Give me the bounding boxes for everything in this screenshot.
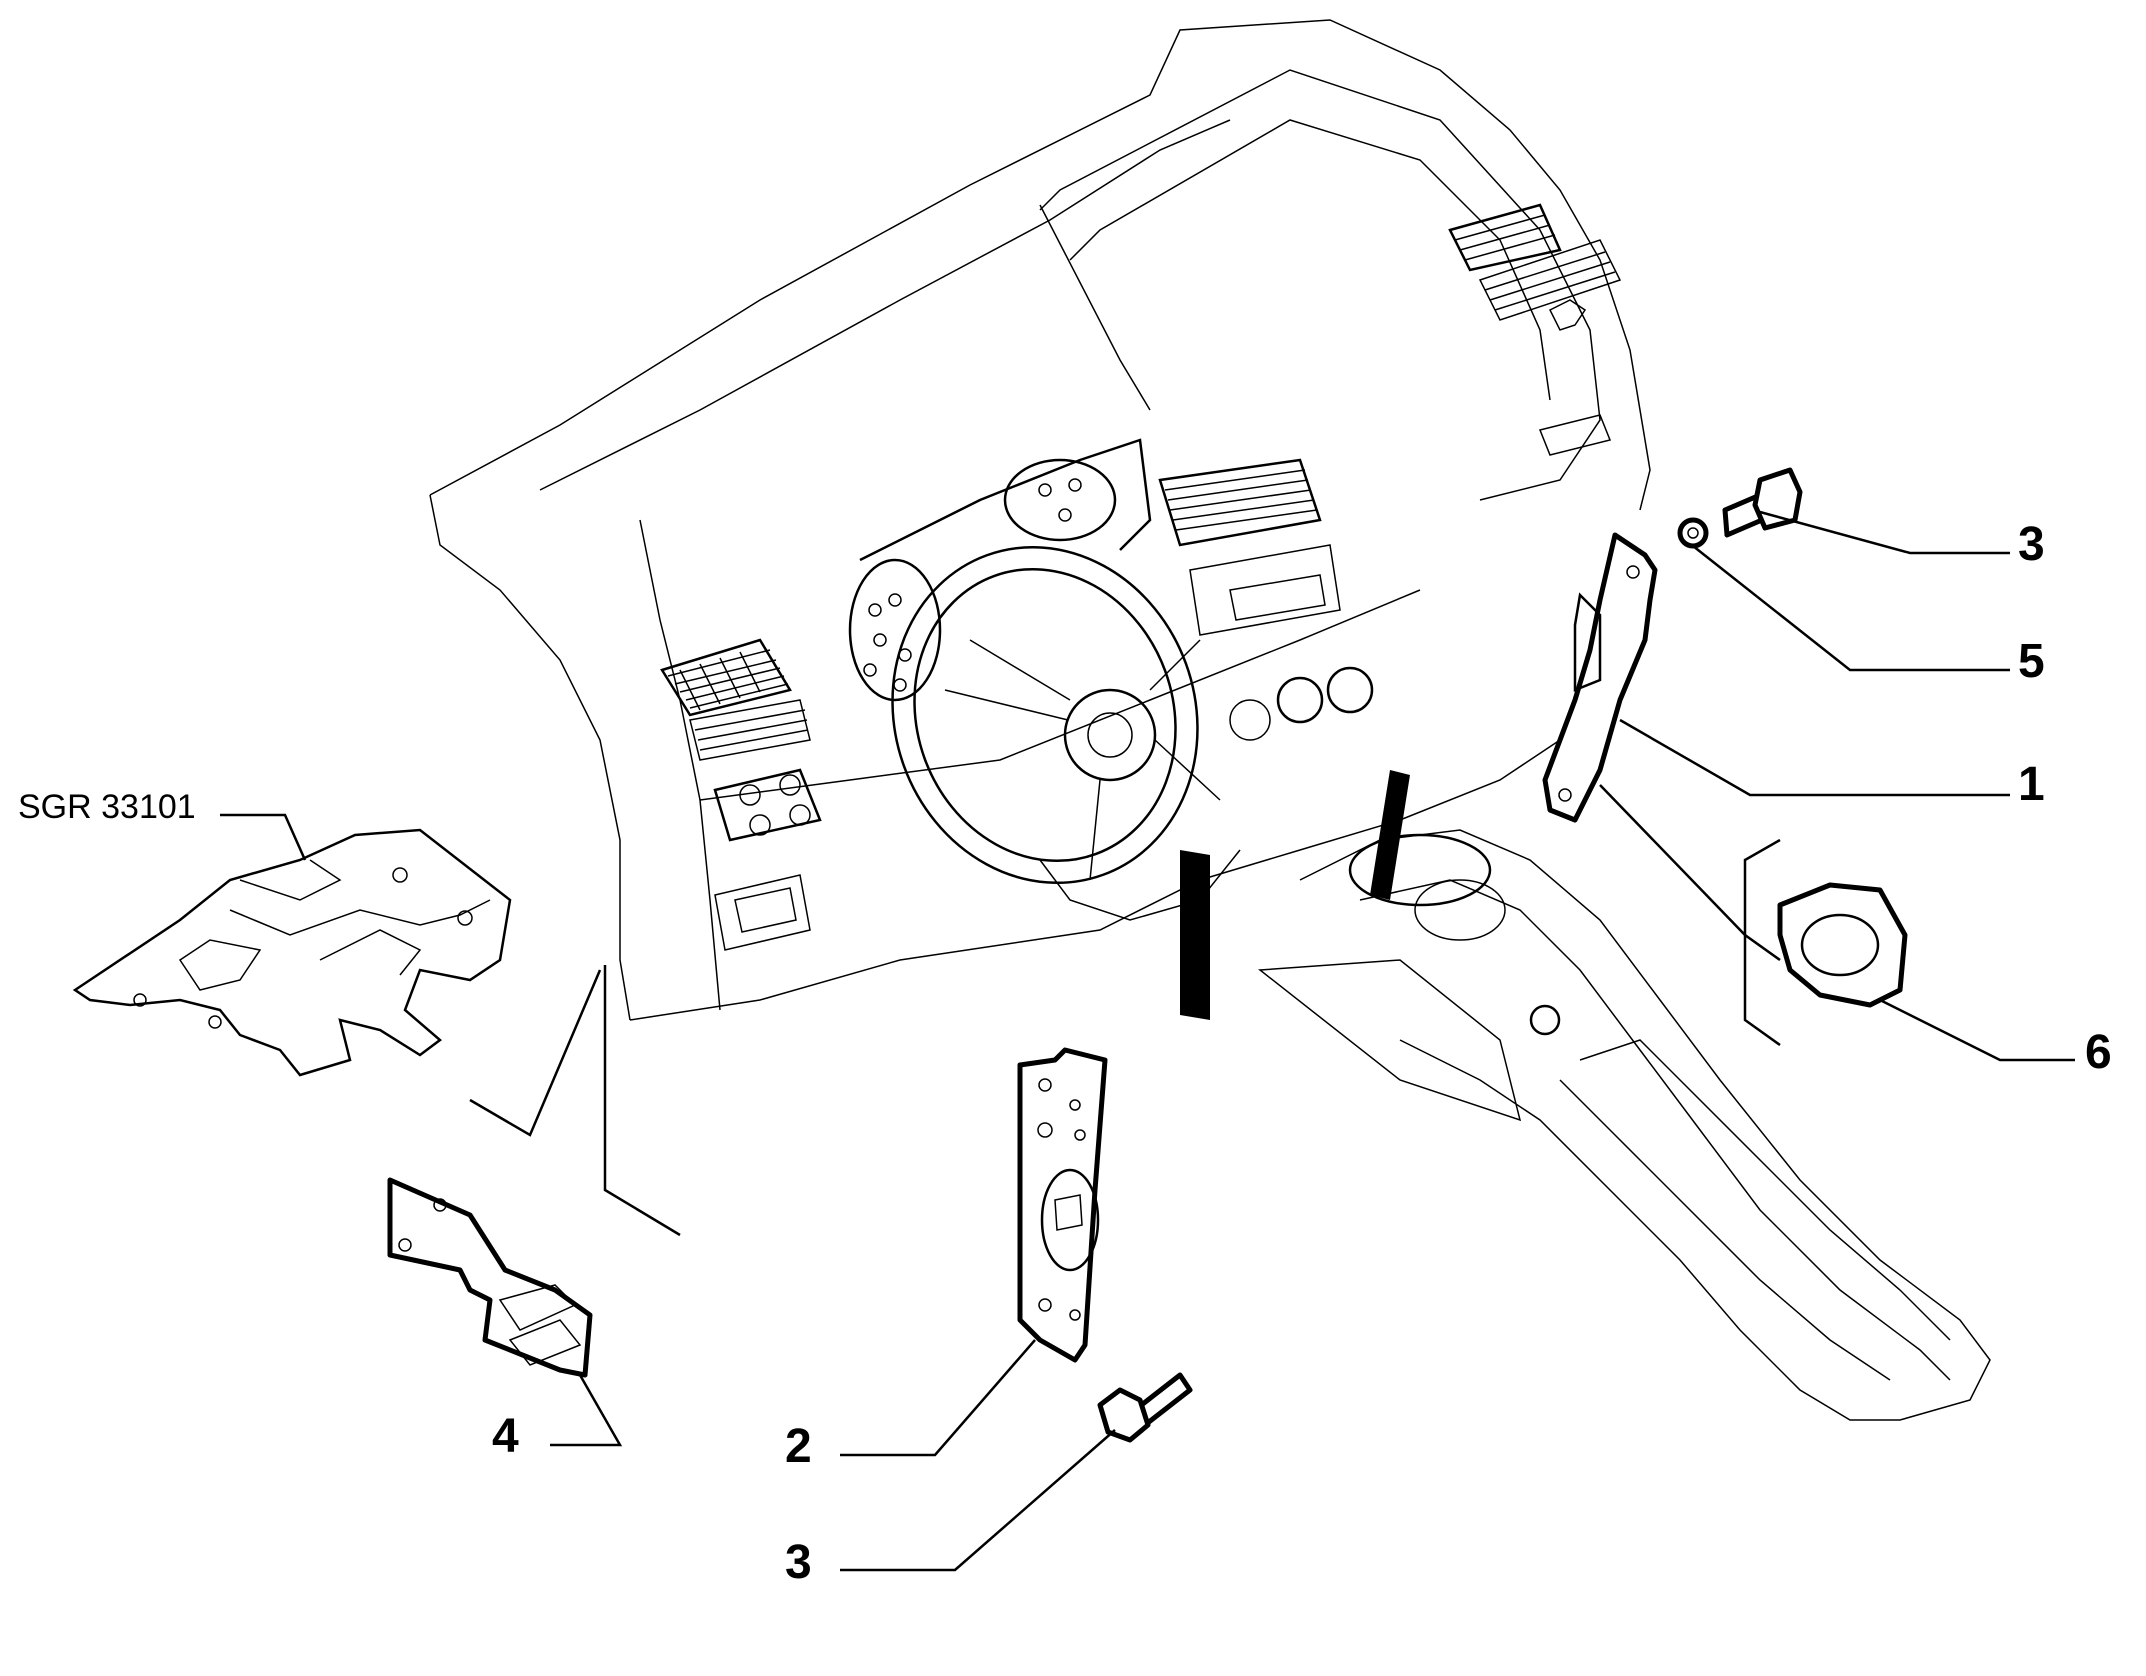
bolt-bottom bbox=[1097, 1372, 1193, 1443]
part-4-bracket bbox=[387, 1177, 593, 1378]
callout-5: 5 bbox=[2018, 635, 2045, 688]
group-bracket-lines bbox=[469, 838, 1781, 1237]
sgr-33101-plate bbox=[72, 828, 512, 1077]
nut bbox=[1677, 517, 1709, 549]
reference-code-label: SGR 33101 bbox=[18, 788, 196, 826]
bolt-top bbox=[1722, 467, 1803, 538]
callout-3-top: 3 bbox=[2018, 518, 2045, 571]
part-6-clip bbox=[1777, 882, 1908, 1008]
callout-3-bottom: 3 bbox=[785, 1536, 812, 1589]
dashboard-assembly bbox=[429, 19, 1991, 1421]
leader-lines bbox=[220, 510, 2075, 1572]
callout-labels: SGR 33101 3 5 1 6 4 2 3 bbox=[18, 518, 2112, 1589]
callout-6: 6 bbox=[2085, 1026, 2112, 1079]
part-2-bracket bbox=[1017, 1047, 1108, 1363]
callout-1: 1 bbox=[2018, 758, 2045, 811]
callout-2: 2 bbox=[785, 1420, 812, 1473]
callout-4: 4 bbox=[492, 1410, 519, 1463]
part-1-bracket bbox=[1542, 532, 1658, 823]
